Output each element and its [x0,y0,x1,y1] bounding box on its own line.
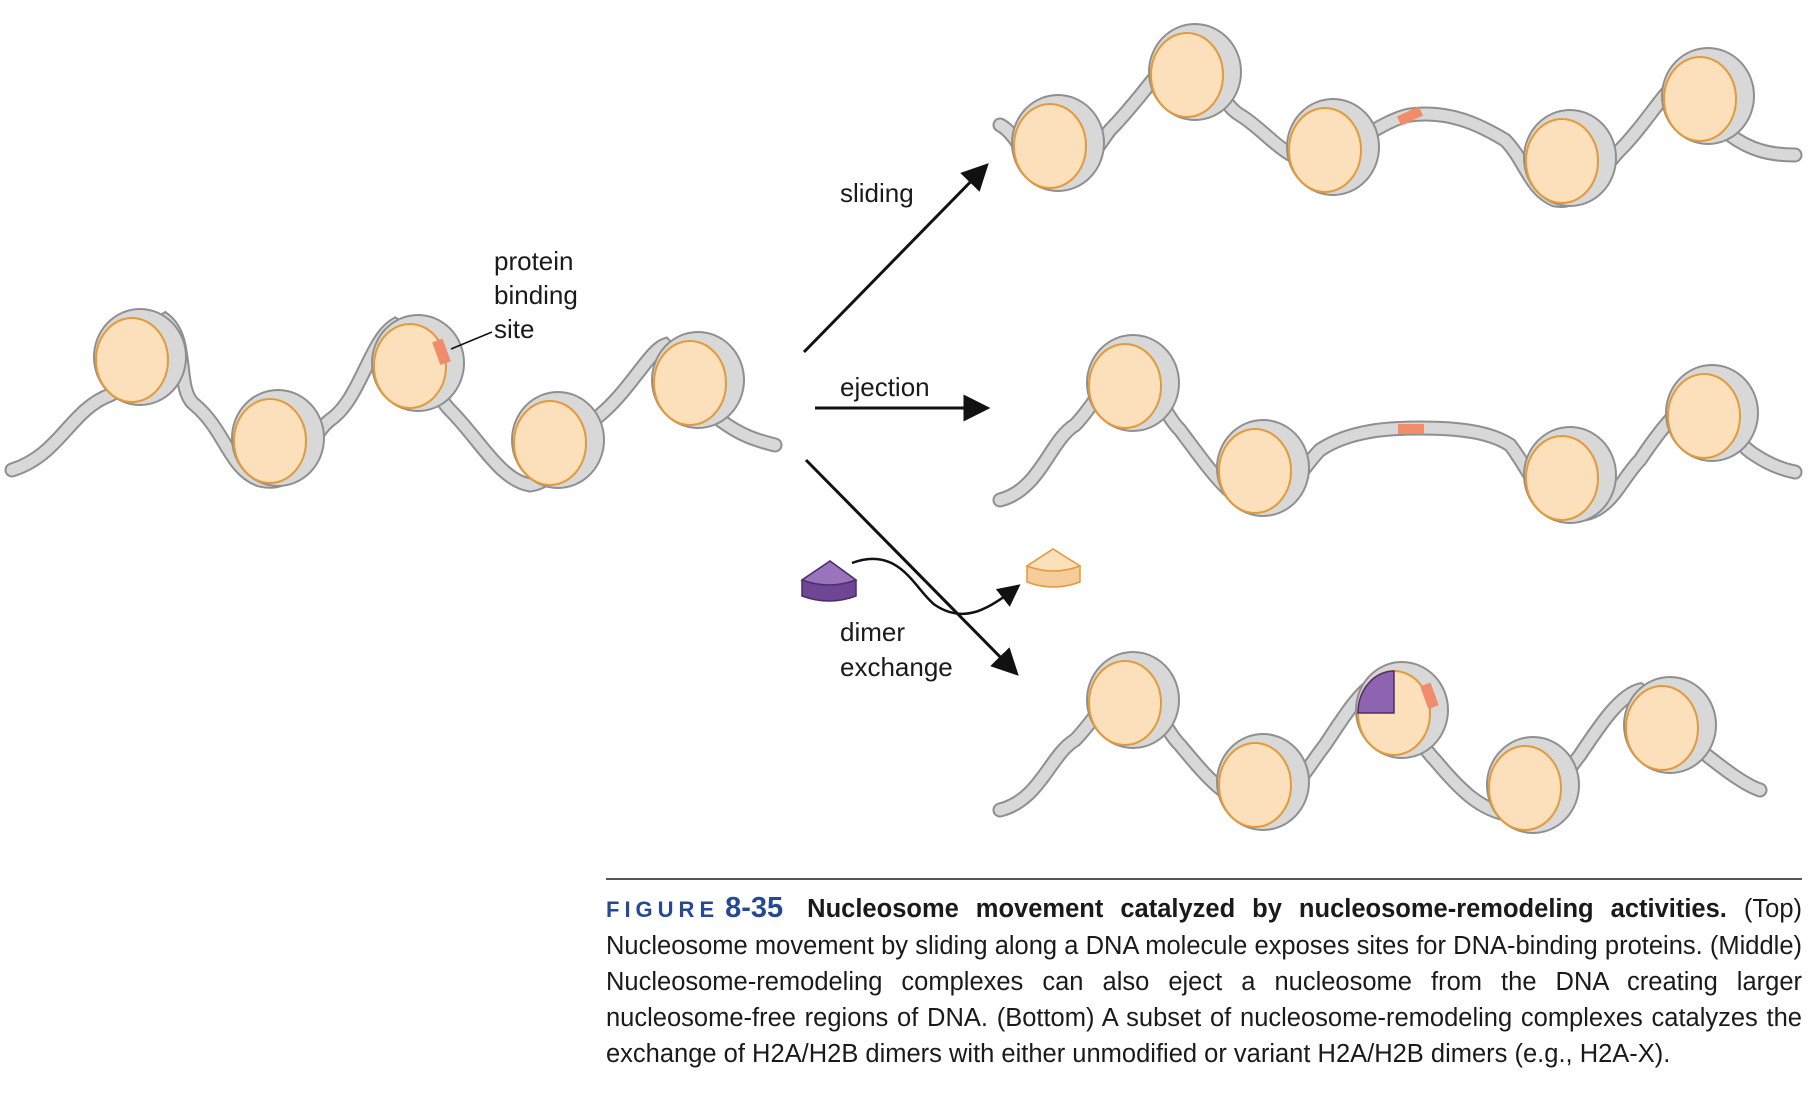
sliding-label: sliding [840,178,914,208]
exchange-curve [851,557,1021,616]
nucleosome [1623,676,1717,774]
ejection-result-chromatin [992,334,1803,524]
nucleosome [1011,94,1105,192]
nucleosome [93,308,187,406]
nucleosome [651,331,745,429]
caption-title: Nucleosome movement catalyzed by nucleos… [807,895,1727,923]
nucleosome [1086,651,1180,749]
nucleosome [1523,109,1617,207]
nucleosome [1148,23,1242,121]
protein-binding-site [432,338,451,365]
nucleosome [1216,419,1310,517]
protein-binding-site [1397,106,1423,126]
sliding-result-chromatin [992,23,1803,208]
caption-rule [606,878,1802,880]
nucleosome [1661,47,1755,145]
protein-binding-site [1398,424,1424,434]
nucleosome [1486,736,1580,834]
dimer-exchange-arrow [804,458,1019,676]
figure-word: FIGURE [606,897,720,922]
protein-binding-site-label: protein binding site [494,246,585,344]
sliding-arrow [802,163,989,354]
nucleosome-with-variant-dimer [1355,661,1449,759]
nucleosome [1086,334,1180,432]
initial-chromatin: protein binding site [4,246,783,493]
nucleosome [371,314,465,412]
nucleosome-remodeling-diagram: protein binding site sliding ejection di… [4,23,1803,834]
dimer-exchange-result-chromatin [992,651,1768,834]
variant-dimer-icon [800,560,858,602]
ejection-label: ejection [840,372,930,402]
caption-body: (Top) Nucleosome movement by sliding alo… [606,895,1802,1068]
variant-dimer-wedge [1357,670,1395,714]
nucleosome [1216,733,1310,831]
figure-number: 8-35 [725,892,784,924]
binding-site-leader [450,331,493,350]
nucleosome [1286,98,1380,196]
nucleosome [511,391,605,489]
nucleosome [1665,364,1759,462]
dimer-exchange-label: dimer exchange [840,617,953,682]
protein-binding-site [1420,682,1439,709]
nucleosome [231,389,325,487]
nucleosome [1523,426,1617,524]
released-dimer-icon [1025,548,1082,588]
